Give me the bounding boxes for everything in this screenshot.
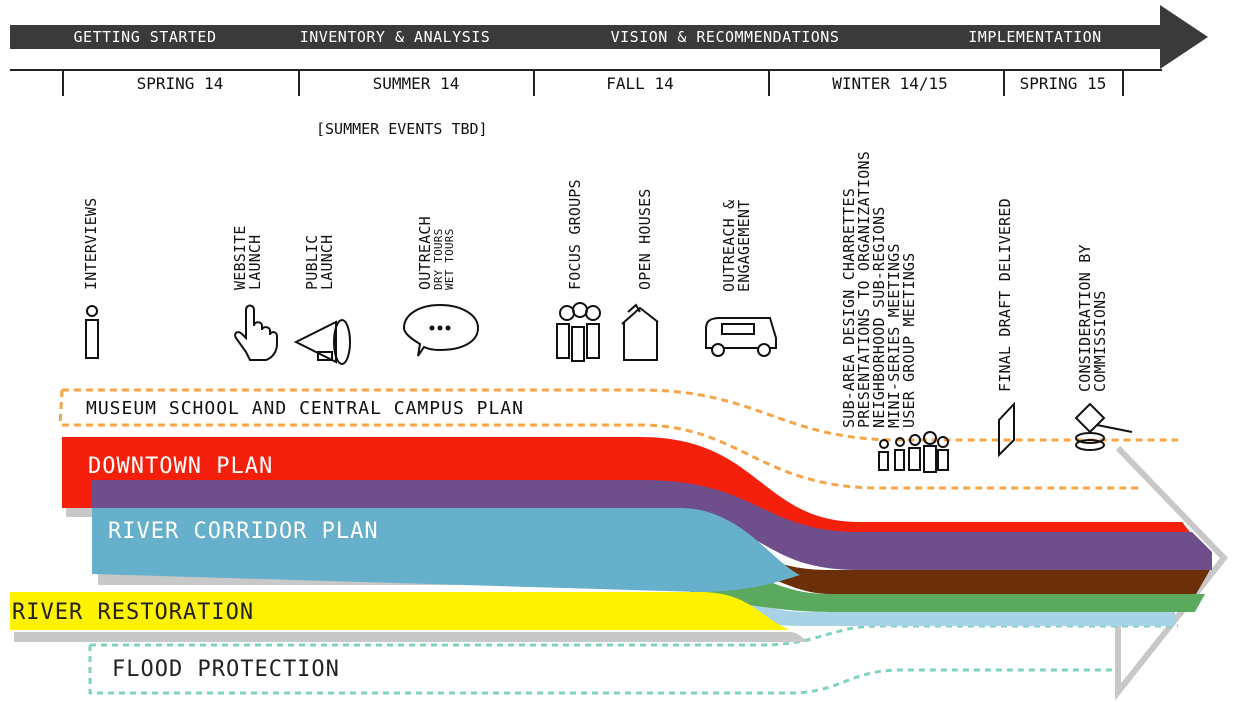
plan-label-river-restoration: RIVER RESTORATION — [12, 600, 255, 625]
event-focus-groups: FOCUS GROUPS — [566, 179, 584, 290]
river-corridor-band — [92, 508, 800, 592]
event-outreach-engagement: OUTREACH & ENGAGEMENT — [720, 199, 753, 292]
event-consider-line2: COMMISSIONS — [1091, 290, 1109, 392]
plan-label-downtown: DOWNTOWN PLAN — [88, 454, 274, 479]
house-icon — [621, 303, 659, 361]
season-label-spring-14: SPRING 14 — [136, 74, 224, 93]
gavel-icon — [1074, 402, 1133, 451]
document-icon — [998, 401, 1015, 458]
season-label-fall-14: FALL 14 — [606, 74, 674, 93]
event-website-launch: WEBSITE LAUNCH — [231, 225, 264, 290]
event-public-launch: PUBLIC LAUNCH — [303, 234, 336, 290]
flood-protection-outline — [88, 624, 1178, 695]
speech-bubble-icon — [402, 303, 480, 357]
event-open-houses: OPEN HOUSES — [636, 188, 654, 290]
river-restoration-band — [10, 592, 790, 630]
light-blue-band — [700, 594, 1175, 626]
season-tick — [768, 70, 770, 96]
summer-events-note: [SUMMER EVENTS TBD] — [316, 120, 488, 138]
season-tick — [1003, 70, 1005, 96]
megaphone-icon — [293, 319, 351, 365]
event-outreach-tours: OUTREACH DRY TOURS WET TOURS — [416, 216, 456, 290]
downtown-shadow-side — [66, 507, 96, 517]
event-consideration: CONSIDERATION BY COMMISSIONS — [1076, 244, 1109, 392]
group-icon — [556, 302, 601, 362]
event-public-line2: LAUNCH — [318, 234, 336, 290]
season-label-winter-14-15: WINTER 14/15 — [832, 74, 948, 93]
purple-band — [92, 480, 1212, 570]
event-outreach-line3: WET TOURS — [443, 228, 456, 290]
event-final-draft: FINAL DRAFT DELIVERED — [996, 198, 1014, 392]
plan-label-museum: MUSEUM SCHOOL AND CENTRAL CAMPUS PLAN — [86, 398, 524, 419]
phase-label-vision: VISION & RECOMMENDATIONS — [610, 28, 840, 46]
season-label-spring-15: SPRING 15 — [1019, 74, 1107, 93]
person-icon — [85, 305, 99, 359]
phase-label-inventory: INVENTORY & ANALYSIS — [299, 28, 491, 46]
season-tick — [298, 70, 300, 96]
event-engage-line2: ENGAGEMENT — [735, 199, 753, 292]
green-band — [690, 565, 1205, 612]
plan-label-river-corridor: RIVER CORRIDOR PLAN — [108, 519, 379, 544]
event-winter-line5: USER GROUP MEETINGS — [900, 252, 918, 428]
event-website-line2: LAUNCH — [246, 234, 264, 290]
event-winter-meetings: SUB-AREA DESIGN CHARRETTES PRESENTATIONS… — [840, 151, 918, 428]
brown-band — [760, 555, 1210, 594]
season-tick — [533, 70, 535, 96]
phase-arrow — [10, 5, 1208, 69]
crowd-icon — [878, 431, 949, 473]
van-icon — [705, 317, 777, 357]
plan-label-flood-protection: FLOOD PROTECTION — [112, 657, 340, 682]
season-tick — [1122, 70, 1124, 96]
museum-plan-outline — [58, 388, 1178, 490]
pointing-hand-icon — [234, 304, 278, 361]
phase-label-getting-started: GETTING STARTED — [73, 28, 217, 46]
season-tick — [62, 70, 64, 96]
event-interviews: INTERVIEWS — [82, 197, 100, 290]
restoration-shadow — [14, 632, 810, 642]
phase-label-implementation: IMPLEMENTATION — [968, 28, 1102, 46]
season-label-summer-14: SUMMER 14 — [372, 74, 460, 93]
